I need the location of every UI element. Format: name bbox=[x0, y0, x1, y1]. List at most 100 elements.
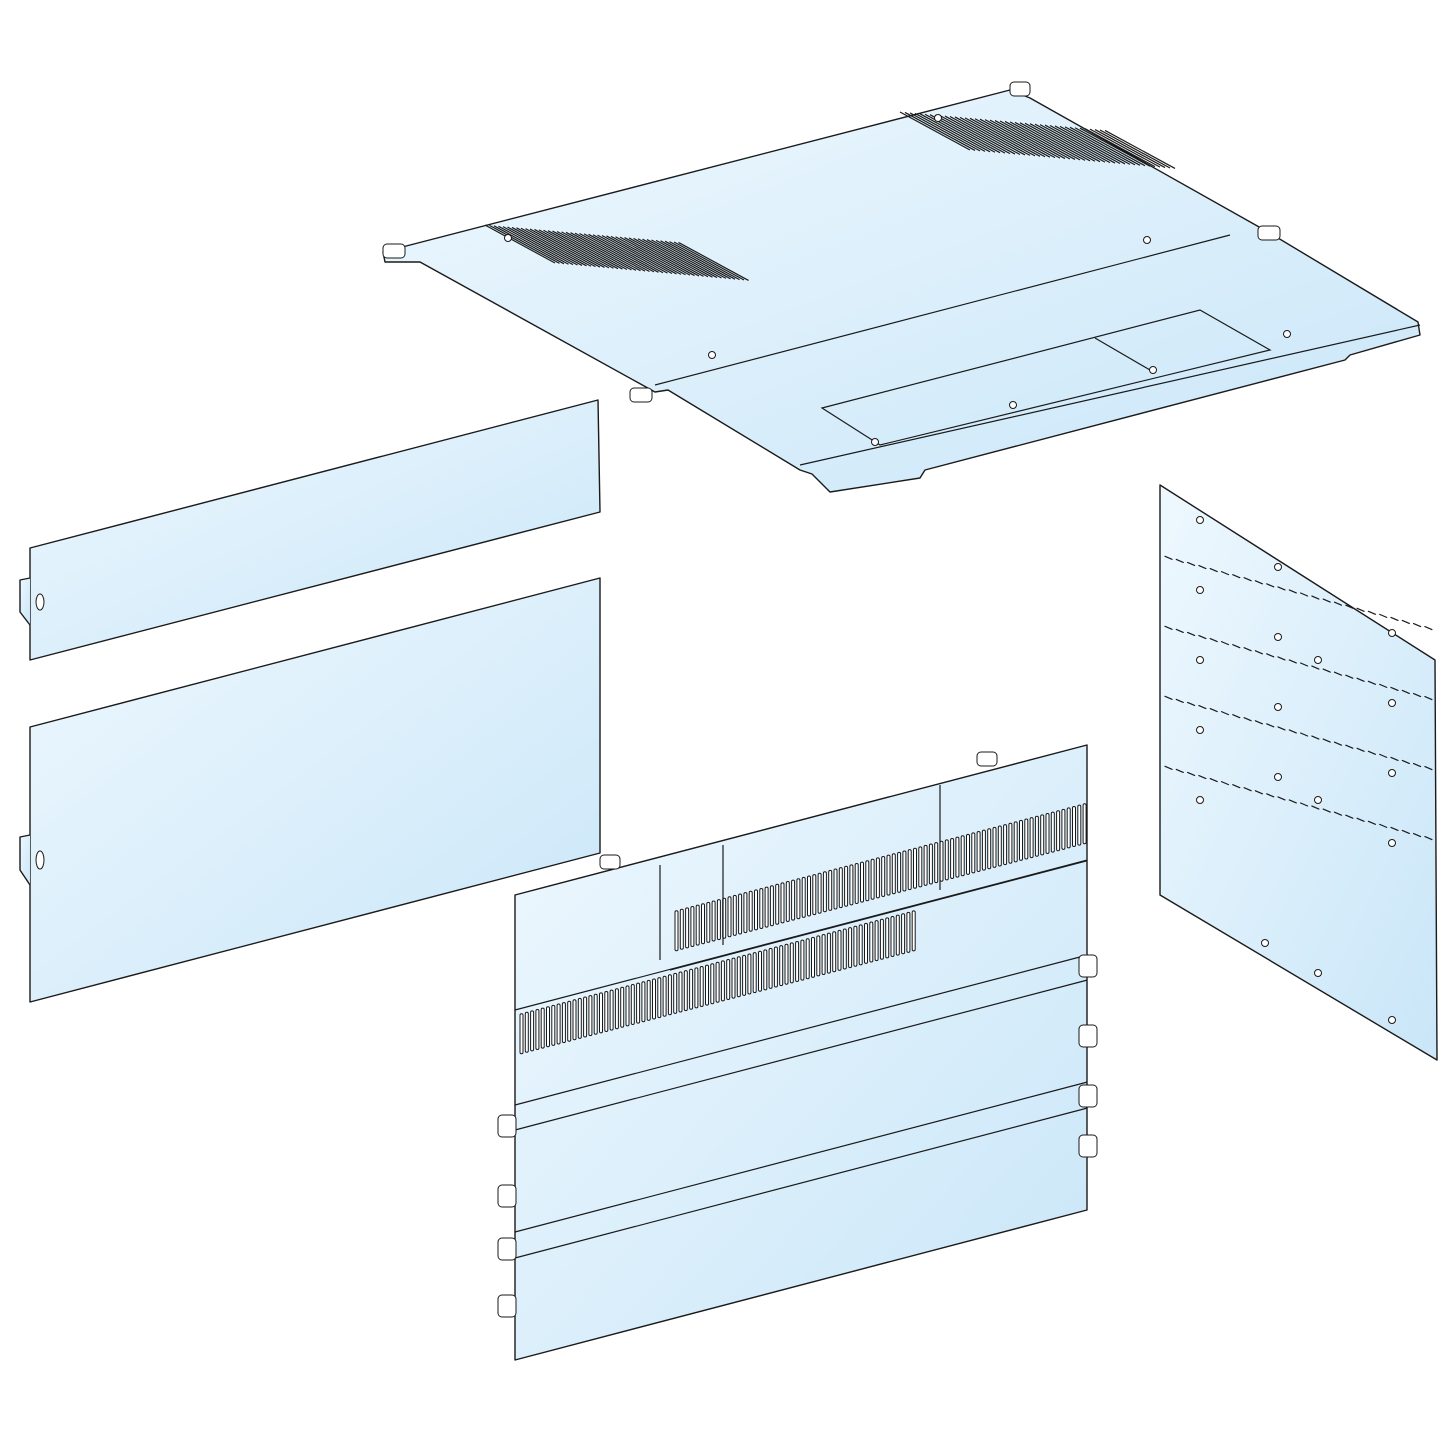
mounting-slot bbox=[1277, 726, 1286, 731]
groove-line bbox=[514, 1081, 1088, 1233]
vent-slot bbox=[994, 120, 1066, 160]
vent-slot bbox=[726, 959, 731, 1001]
vent-slot bbox=[690, 906, 695, 948]
mounting-slot bbox=[1164, 625, 1173, 630]
mounting-slot bbox=[1198, 564, 1207, 570]
vent-slot bbox=[547, 230, 619, 270]
mounting-slot bbox=[1322, 668, 1331, 673]
vent-slot bbox=[720, 960, 725, 1002]
vent-slot bbox=[519, 1013, 524, 1055]
mounting-slot bbox=[1333, 671, 1343, 676]
mounting-slot bbox=[1243, 647, 1252, 652]
mounting-slot bbox=[1288, 799, 1297, 804]
vent-slot bbox=[984, 119, 1056, 159]
vent-slot bbox=[565, 231, 637, 271]
vent-slot bbox=[619, 236, 691, 276]
groove-line bbox=[514, 979, 1088, 1131]
vent-slot bbox=[1039, 124, 1111, 164]
vent-slot bbox=[674, 910, 679, 952]
vent-slot bbox=[1013, 821, 1018, 863]
mounting-hole bbox=[1274, 703, 1282, 711]
vent-slot bbox=[593, 993, 598, 1035]
vent-slot bbox=[1074, 127, 1146, 167]
mounting-slot bbox=[1311, 735, 1320, 740]
side-panel-upper bbox=[19, 399, 601, 661]
groove-line bbox=[514, 954, 1088, 1106]
vent-slot bbox=[817, 872, 822, 914]
vent-slot bbox=[805, 938, 810, 980]
vent-slot bbox=[1094, 129, 1166, 169]
vent-slot bbox=[1069, 126, 1141, 166]
vent-slot bbox=[934, 842, 939, 884]
mounting-slot bbox=[1243, 577, 1252, 582]
mounting-slot bbox=[1186, 561, 1196, 567]
mounting-slot bbox=[1175, 628, 1184, 634]
mounting-slot bbox=[1345, 814, 1354, 819]
vent-slot bbox=[869, 921, 874, 963]
vent-slot bbox=[599, 992, 603, 1034]
vent-slot bbox=[516, 227, 587, 267]
vent-slot bbox=[763, 949, 768, 991]
mounting-slot bbox=[1175, 768, 1184, 774]
mounting-slot bbox=[1266, 793, 1275, 798]
vent-slot bbox=[906, 911, 911, 953]
vent-slot bbox=[588, 233, 659, 273]
mounting-slot bbox=[1379, 753, 1388, 758]
mounting-slot bbox=[1209, 567, 1218, 573]
vent-slot bbox=[1004, 120, 1076, 160]
vent-slot bbox=[944, 115, 1016, 155]
vent-slot bbox=[727, 896, 732, 938]
vent-slot bbox=[535, 1009, 540, 1051]
vent-slot bbox=[609, 989, 614, 1031]
mounting-slot bbox=[1299, 592, 1309, 597]
vent-slot bbox=[959, 116, 1031, 156]
vent-slot bbox=[620, 986, 625, 1028]
vent-slot bbox=[743, 892, 748, 934]
vent-slot bbox=[633, 237, 704, 277]
vent-slot bbox=[669, 241, 740, 281]
mounting-slot bbox=[1232, 574, 1241, 579]
mounting-slot bbox=[1299, 802, 1309, 807]
vent-slot bbox=[646, 979, 651, 1021]
mounting-hole bbox=[504, 234, 512, 242]
vent-slot bbox=[918, 846, 923, 888]
mounting-hole bbox=[1261, 939, 1269, 947]
vent-slot bbox=[928, 843, 933, 885]
vent-slot bbox=[758, 950, 762, 992]
mounting-slot bbox=[1367, 610, 1377, 615]
vent-slot bbox=[667, 974, 672, 1016]
vent-slot bbox=[886, 854, 891, 896]
vent-slot bbox=[919, 113, 991, 153]
vent-slot bbox=[929, 114, 1001, 154]
mounting-slot bbox=[1412, 832, 1422, 838]
vent-slot bbox=[705, 964, 709, 1006]
vent-slot bbox=[796, 878, 801, 920]
vent-slot bbox=[939, 115, 1011, 155]
vent-slot bbox=[897, 851, 902, 893]
vent-slot bbox=[807, 875, 811, 917]
vent-slot bbox=[971, 832, 976, 874]
mounting-hole bbox=[1143, 236, 1151, 244]
mounting-slot bbox=[1254, 650, 1264, 655]
mounting-slot bbox=[1424, 625, 1433, 631]
vent-slot bbox=[695, 904, 700, 946]
vent-slot bbox=[651, 239, 722, 279]
mounting-hole bbox=[1388, 839, 1396, 847]
vent-slot bbox=[657, 977, 662, 1019]
vent-slot bbox=[816, 935, 821, 977]
vent-slot bbox=[800, 939, 805, 981]
vent-slot bbox=[664, 240, 736, 280]
vent-slot bbox=[748, 890, 753, 932]
vent-slot bbox=[885, 917, 890, 959]
mounting-slot bbox=[1266, 653, 1275, 658]
vent-slot bbox=[630, 984, 635, 1026]
mounting-hole bbox=[1388, 1016, 1396, 1024]
vent-slot bbox=[710, 963, 715, 1005]
vent-slot bbox=[493, 225, 565, 265]
vent-slot bbox=[1040, 814, 1045, 856]
vent-slot bbox=[752, 952, 757, 994]
vent-slot bbox=[747, 953, 752, 995]
vent-slot bbox=[833, 868, 838, 910]
vent-slot bbox=[949, 115, 1021, 156]
